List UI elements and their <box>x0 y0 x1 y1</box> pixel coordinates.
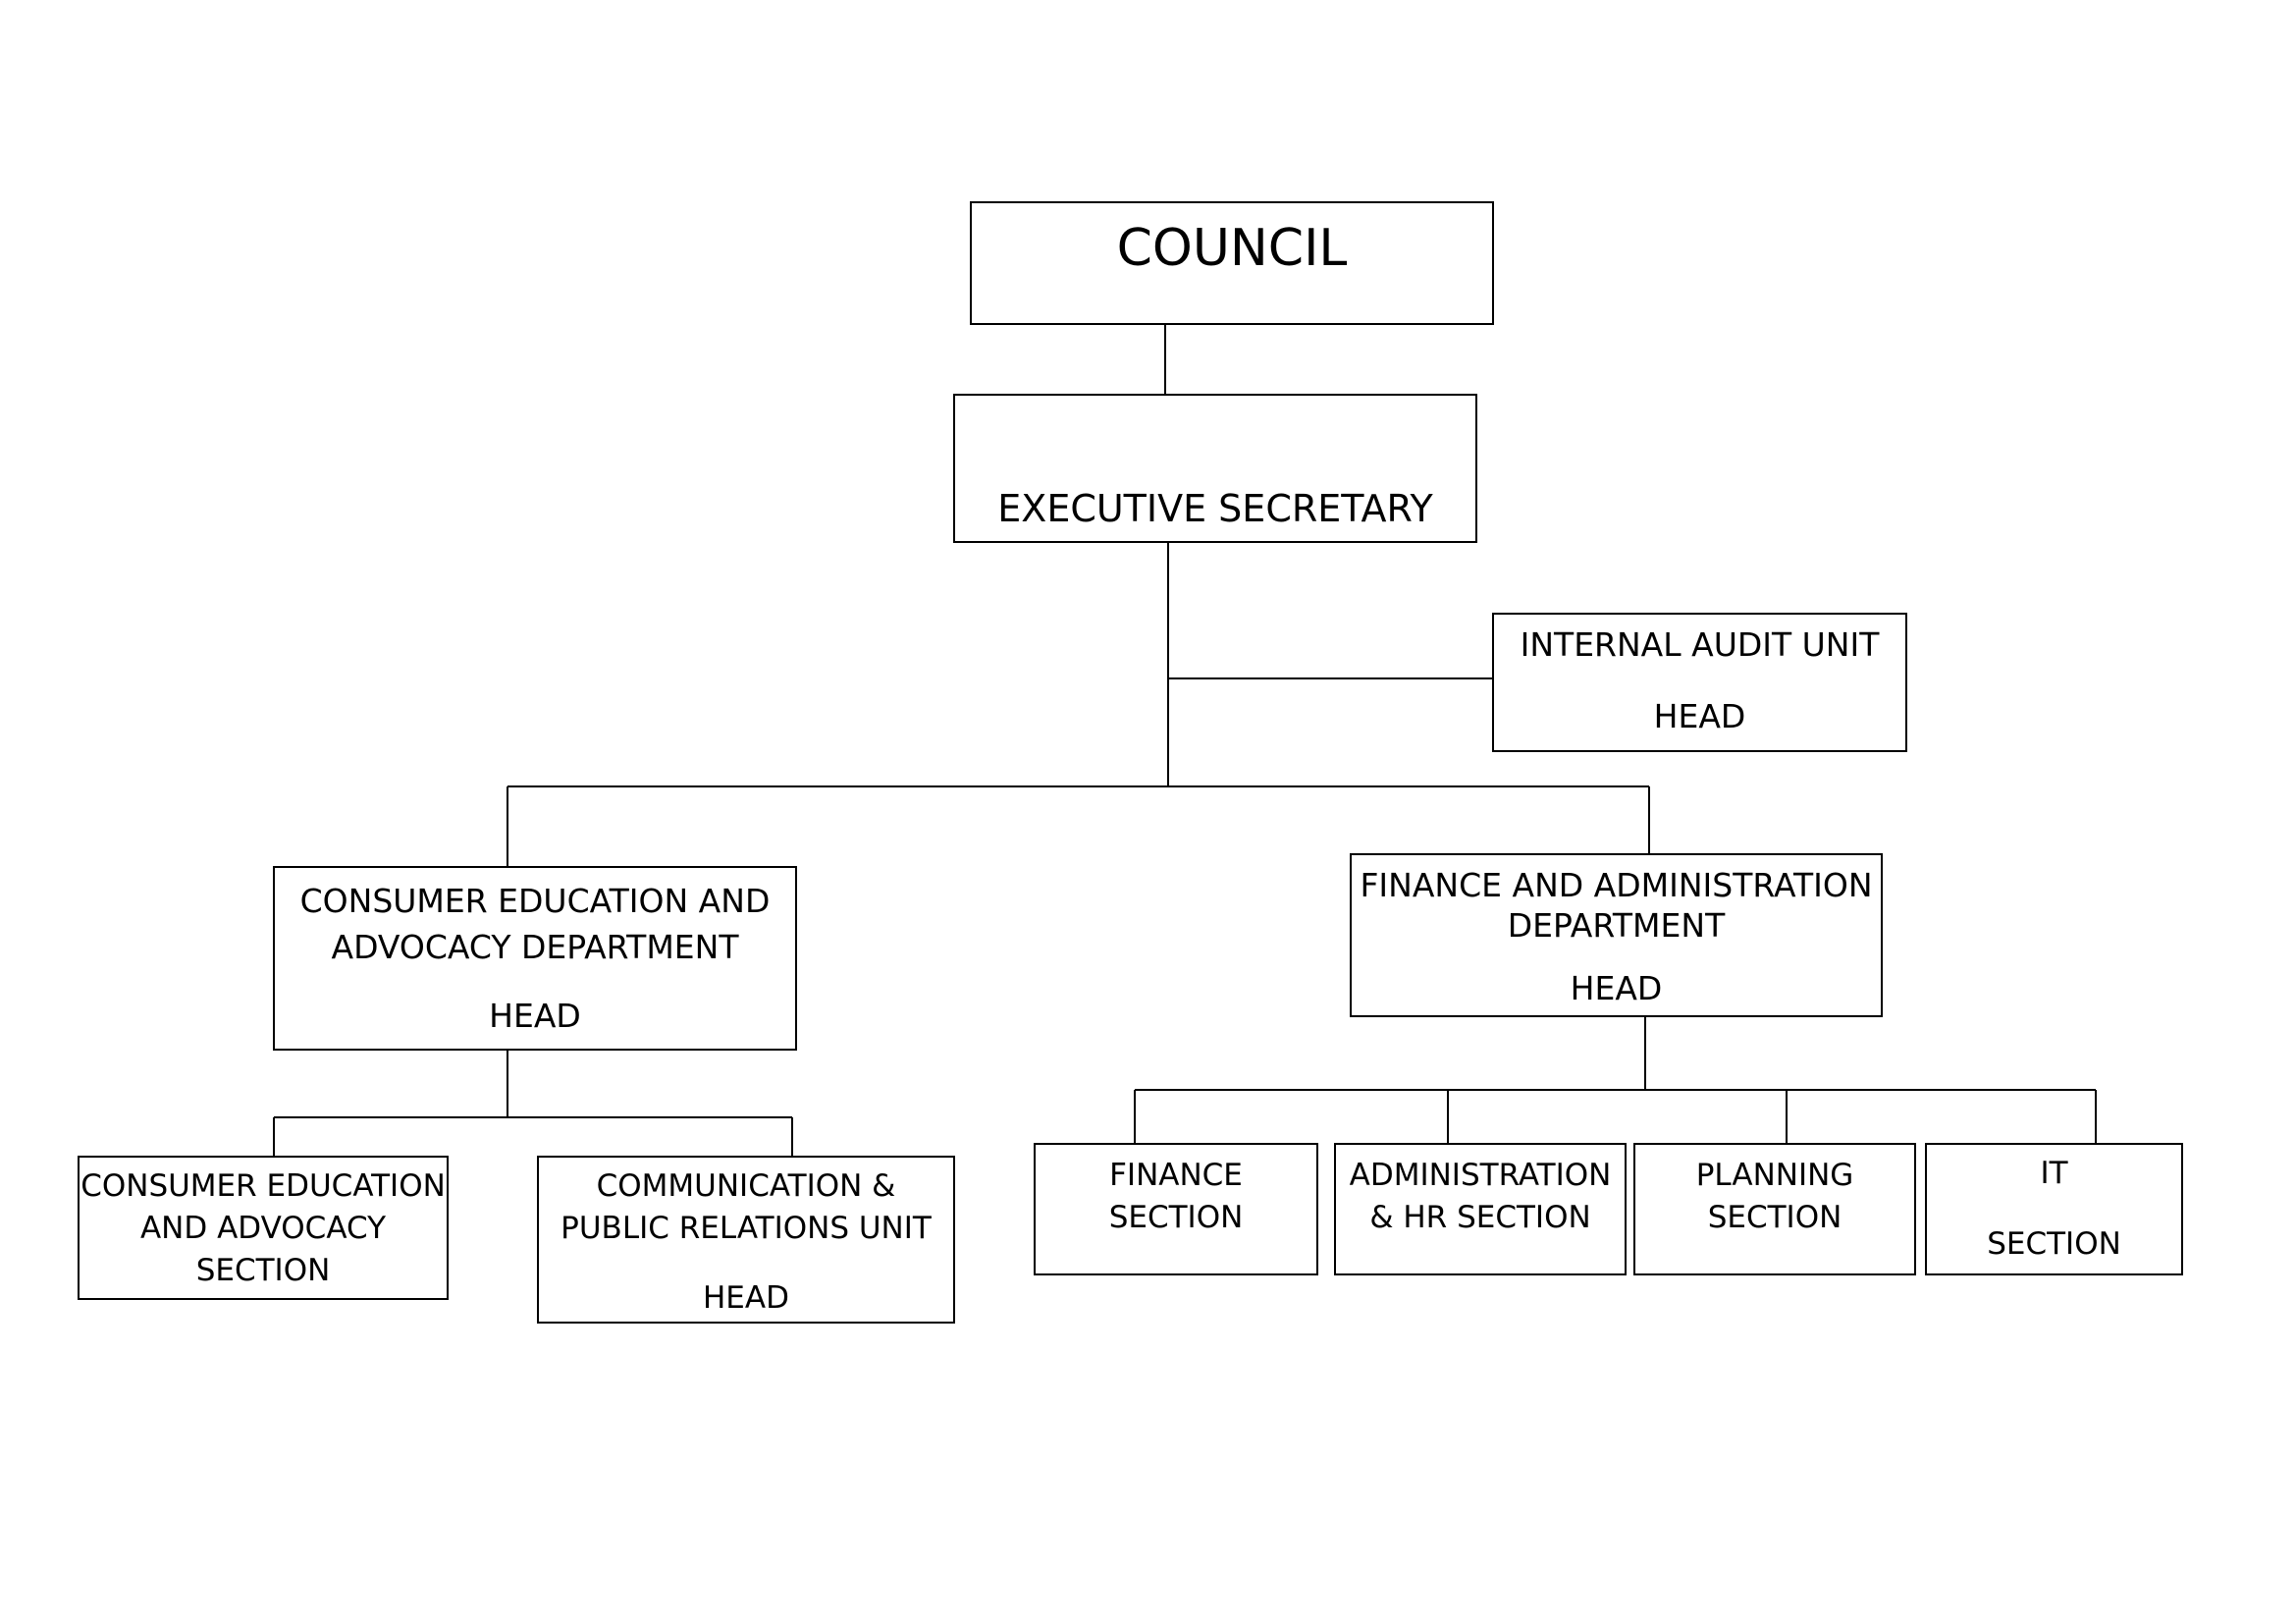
finance-section-label: FINANCE SECTION <box>1108 1158 1244 1235</box>
internal-audit-label: INTERNAL AUDIT UNIT <box>1520 625 1880 664</box>
administration-section-label: ADMINISTRATION & HR SECTION <box>1349 1158 1612 1235</box>
planning-section-label: PLANNING SECTION <box>1695 1158 1854 1235</box>
it-section-role: SECTION <box>1987 1226 2121 1262</box>
finance-admin-department-role: HEAD <box>1570 969 1663 1007</box>
executive-secretary-box: EXECUTIVE SECRETARY <box>953 394 1477 543</box>
consumer-education-department-role: HEAD <box>489 997 581 1035</box>
council-label: COUNCIL <box>1116 219 1348 278</box>
it-section-label: IT <box>2040 1156 2068 1191</box>
communication-unit-box: COMMUNICATION & PUBLIC RELATIONS UNIT HE… <box>537 1156 955 1324</box>
internal-audit-box: INTERNAL AUDIT UNIT HEAD <box>1492 613 1907 752</box>
administration-section-box: ADMINISTRATION & HR SECTION <box>1334 1143 1627 1275</box>
internal-audit-role: HEAD <box>1653 697 1746 735</box>
executive-secretary-label: EXECUTIVE SECRETARY <box>997 487 1433 530</box>
consumer-education-department-label: CONSUMER EDUCATION AND ADVOCACY DEPARTME… <box>299 882 771 966</box>
consumer-education-department-box: CONSUMER EDUCATION AND ADVOCACY DEPARTME… <box>273 866 797 1051</box>
finance-admin-department-label: FINANCE AND ADMINISTRATION DEPARTMENT <box>1360 866 1873 945</box>
communication-unit-role: HEAD <box>703 1280 789 1316</box>
council-box: COUNCIL <box>970 201 1494 325</box>
it-section-box: IT SECTION <box>1925 1143 2183 1275</box>
communication-unit-label: COMMUNICATION & PUBLIC RELATIONS UNIT <box>561 1168 932 1246</box>
finance-section-box: FINANCE SECTION <box>1034 1143 1318 1275</box>
consumer-education-section-label: CONSUMER EDUCATION AND ADVOCACY SECTION <box>80 1168 446 1288</box>
finance-admin-department-box: FINANCE AND ADMINISTRATION DEPARTMENT HE… <box>1350 853 1883 1017</box>
planning-section-box: PLANNING SECTION <box>1633 1143 1916 1275</box>
consumer-education-section-box: CONSUMER EDUCATION AND ADVOCACY SECTION <box>78 1156 449 1300</box>
